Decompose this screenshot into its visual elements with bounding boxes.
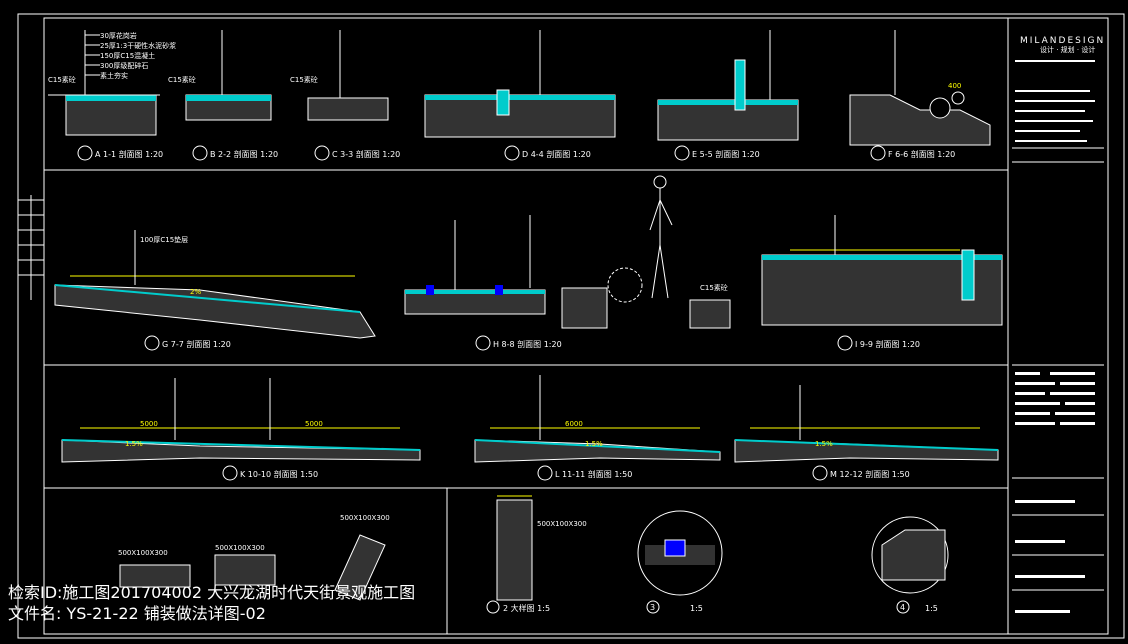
- scale-d3: 1:5: [690, 604, 703, 613]
- title-g7: G 7-7 剖面图 1:20: [162, 339, 231, 349]
- binding-ticks: [18, 195, 44, 300]
- title-d4: D 4-4 剖面图 1:20: [522, 149, 591, 159]
- dim-400: 400: [948, 82, 961, 90]
- title-d4: 4: [900, 603, 905, 612]
- c15-c: C15素砼: [290, 75, 318, 84]
- outer-frame: [17, 13, 1125, 639]
- stone-size-1: 500X100X300: [118, 549, 168, 557]
- title-b2: B 2-2 剖面图 1:20: [210, 149, 278, 159]
- slope-m12: 1.5%: [815, 440, 833, 448]
- title-c3: C 3-3 剖面图 1:20: [332, 149, 400, 159]
- detail-3: [637, 510, 723, 614]
- watermark-line2: 文件名: YS-21-22 铺装做法详图-02: [8, 604, 266, 623]
- title-h8: H 8-8 剖面图 1:20: [493, 339, 562, 349]
- inner-frame: [43, 17, 1109, 635]
- section-h8: [404, 220, 546, 351]
- dim-6000: 6000: [565, 420, 583, 428]
- stone-size-4: 500X100X300: [537, 520, 587, 528]
- layer-6: 100厚C15垫层: [140, 235, 188, 244]
- watermark-line1: 检索ID:施工图201704002 大兴龙湖时代天街景观施工图: [8, 583, 416, 602]
- c15-d: C15素砼: [700, 283, 728, 292]
- section-c3: [307, 30, 389, 161]
- title-d3: 3: [650, 603, 655, 612]
- title-a1: A 1-1 剖面图 1:20: [95, 149, 163, 159]
- title-l11: L 11-11 剖面图 1:50: [555, 469, 632, 479]
- layer-3: 150厚C15混凝土: [100, 51, 155, 60]
- stone-size-3: 500X100X300: [340, 514, 390, 522]
- title-k10: K 10-10 剖面图 1:50: [240, 469, 318, 479]
- dim-5000-a: 5000: [140, 420, 158, 428]
- section-g7: [54, 230, 376, 351]
- title-e5: E 5-5 剖面图 1:20: [692, 149, 760, 159]
- section-d4: [424, 30, 616, 161]
- slope-g7: 2%: [190, 288, 201, 296]
- section-f6: [849, 30, 991, 161]
- section-l11: [474, 375, 721, 481]
- section-b2: [185, 30, 272, 161]
- section-k10: [61, 378, 421, 481]
- title-d2: 2 大样图 1:5: [503, 603, 550, 613]
- layer-1: 30厚花岗岩: [100, 31, 137, 40]
- title-i9: I 9-9 剖面图 1:20: [855, 339, 920, 349]
- section-m12: [734, 385, 999, 481]
- detail-curbs: [119, 534, 386, 601]
- stone-size-2: 500X100X300: [215, 544, 265, 552]
- title-f6: F 6-6 剖面图 1:20: [888, 149, 955, 159]
- detail-4: [871, 516, 949, 614]
- slope-l11: 1.5%: [585, 440, 603, 448]
- section-planter: [529, 175, 731, 329]
- section-e5: [657, 30, 799, 161]
- brand-sub: 设计 · 规划 · 设计: [1040, 45, 1095, 54]
- layer-5: 素土夯实: [100, 71, 128, 80]
- brand-name: MILANDESIGN: [1020, 36, 1105, 46]
- section-i9: [761, 215, 1003, 351]
- layer-2: 25厚1:3干硬性水泥砂浆: [100, 41, 176, 50]
- scale-d4: 1:5: [925, 604, 938, 613]
- human-figure: [649, 175, 673, 299]
- detail-2: [486, 495, 533, 614]
- dim-5000-b: 5000: [305, 420, 323, 428]
- slope-k10: 1.5%: [125, 440, 143, 448]
- title-m12: M 12-12 剖面图 1:50: [830, 469, 910, 479]
- titleblock-graphics: [1012, 60, 1104, 613]
- c15-b: C15素砼: [168, 75, 196, 84]
- c15-a: C15素砼: [48, 75, 76, 84]
- section-a1: [48, 30, 160, 161]
- layer-4: 300厚级配碎石: [100, 61, 148, 70]
